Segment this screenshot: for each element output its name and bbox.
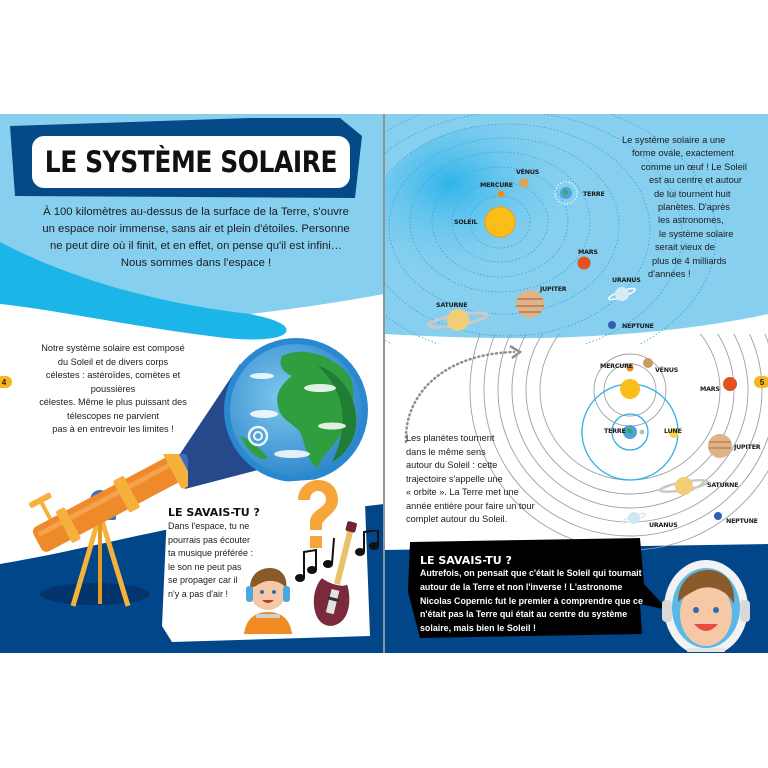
side-text-line: célestes : astéroïdes, comètes et poussi… <box>45 370 181 394</box>
description-line: de lui tournent huit <box>654 188 731 199</box>
side-text-line: du Soleil et de divers corps <box>57 356 169 367</box>
title-banner: LE SYSTÈME SOLAIRE <box>10 118 362 198</box>
side-text-line: célestes. Même le plus puissant des <box>39 397 187 407</box>
label-mercury: MERCURE <box>480 182 513 189</box>
fact-line: Nicolas Copernic fut le premier à compre… <box>420 595 643 606</box>
fact-line: n'était pas la Terre qui était au centre… <box>420 609 628 620</box>
label-jupiter-bottom: JUPITER <box>734 444 761 451</box>
intro-paragraph: À 100 kilomètres au-dessus de la surface… <box>20 204 372 272</box>
description-line: comme un œuf ! Le Soleil <box>641 161 747 172</box>
title-pill: LE SYSTÈME SOLAIRE <box>32 136 350 188</box>
label-earth: TERRE <box>583 191 605 198</box>
label-neptune-bottom: NEPTUNE <box>726 518 758 525</box>
orbit-note-line: année entière pour faire un tour <box>406 500 535 511</box>
label-neptune: NEPTUNE <box>622 323 654 330</box>
did-you-know-box-right: LE SAVAIS-TU ? Autrefois, on pensait que… <box>420 554 660 636</box>
label-uranus: URANUS <box>612 277 641 284</box>
child-astronaut-headphones-icon <box>244 568 292 634</box>
label-saturn-bottom: SATURNE <box>707 482 739 489</box>
did-you-know-title-right: LE SAVAIS-TU ? <box>420 554 512 567</box>
label-mercury-bottom: MERCURE <box>600 363 633 370</box>
intro-line: ne peut dire où il finit, et en effet, o… <box>49 240 343 252</box>
intro-line: À 100 kilomètres au-dessus de la surface… <box>43 206 349 218</box>
did-you-know-title: LE SAVAIS-TU ? <box>168 506 260 519</box>
speech-bubble <box>408 538 662 638</box>
label-venus: VÉNUS <box>516 169 540 176</box>
description-line: Le système solaire a une <box>622 135 726 145</box>
label-mars: MARS <box>578 249 598 256</box>
label-uranus-bottom: URANUS <box>649 522 678 529</box>
electric-guitar-icon <box>313 521 357 626</box>
child-astronaut-helmet-icon <box>662 560 750 652</box>
orbit-note-line: Les planètes tournent <box>406 433 495 443</box>
intro-line: Nous sommes dans l'espace ! <box>120 257 272 269</box>
orbit-note-line: dans le même sens <box>406 446 486 457</box>
page-title: LE SYSTÈME SOLAIRE <box>44 145 338 179</box>
left-page: LE SYSTÈME SOLAIRE À 100 kilomètres au-d… <box>0 114 384 653</box>
did-you-know-body: Dans l'espace, tu ne pourrais pas écoute… <box>168 520 368 602</box>
description-line: planètes. D'après <box>658 202 731 213</box>
side-text-line: Notre système solaire est composé <box>41 343 185 353</box>
label-sun: SOLEIL <box>454 219 478 226</box>
orbit-explanation-text: Les planètes tournent dans le même sens … <box>406 432 546 527</box>
solar-system-diagram-top <box>384 114 717 344</box>
description-line: les astronomes, <box>658 215 724 226</box>
earth-globe-icon <box>224 338 368 482</box>
page-number-left: 4 <box>0 376 12 388</box>
orbit-note-line: autour du Soleil : cette <box>406 460 498 470</box>
did-you-know-box-left: LE SAVAIS-TU ? Dans l'espace, tu ne pour… <box>168 506 368 646</box>
fact-line: le son ne peut pas <box>168 561 242 572</box>
fact-line: autour de la Terre et non l'inverse ! L'… <box>420 581 623 592</box>
label-jupiter: JUPITER <box>540 286 567 293</box>
music-notes-icon <box>295 530 379 582</box>
fact-line: Dans l'espace, tu ne <box>168 521 250 531</box>
page-number-right: 5 <box>754 376 768 388</box>
label-earth-bottom: TERRE <box>604 428 626 435</box>
description-line: le système solaire <box>659 228 734 239</box>
side-text-line: télescopes ne parvient <box>67 410 159 421</box>
telescope-icon <box>29 454 188 607</box>
right-page: SOLEIL MERCURE VÉNUS TERRE MARS JUPITER … <box>384 114 768 653</box>
description-line: forme ovale, exactement <box>632 148 734 159</box>
orbit-note-line: trajectoire s'appelle une <box>406 473 503 484</box>
label-mars-bottom: MARS <box>700 386 720 393</box>
description-line: d'années ! <box>648 269 691 280</box>
intro-line: un espace noir immense, sans air et plei… <box>42 223 350 235</box>
solar-system-composition-text: Notre système solaire est composé du Sol… <box>28 342 198 437</box>
description-line: plus de 4 milliards <box>652 255 727 266</box>
fact-line: pourrais pas écouter <box>168 534 251 545</box>
label-moon: LUNE <box>664 428 682 435</box>
question-mark-icon <box>298 480 338 548</box>
description-line: serait vieux de <box>655 242 715 253</box>
did-you-know-body-right: Autrefois, on pensait que c'était le Sol… <box>420 567 660 636</box>
side-text-line: pas à en entrevoir les limites ! <box>52 424 174 434</box>
orbit-note-line: complet autour du Soleil. <box>406 514 508 524</box>
label-venus-bottom: VÉNUS <box>655 367 679 374</box>
orbit-note-line: « orbite ». La Terre met une <box>406 487 519 497</box>
label-saturn: SATURNE <box>436 302 468 309</box>
fact-line: ta musique préférée : <box>168 548 254 559</box>
description-line: est au centre et autour <box>649 175 743 186</box>
fact-line: solaire, mais bien le Soleil ! <box>420 623 536 634</box>
fact-line: Autrefois, on pensait que c'était le Sol… <box>420 568 642 578</box>
book-spread: LE SYSTÈME SOLAIRE À 100 kilomètres au-d… <box>0 114 768 653</box>
solar-system-description: Le système solaire a une forme ovale, ex… <box>622 134 757 281</box>
dotted-arrow-icon <box>404 344 523 444</box>
page-gutter <box>383 114 385 653</box>
fact-line: se propager car il <box>168 575 238 586</box>
fact-line: n'y a pas d'air ! <box>168 588 228 599</box>
